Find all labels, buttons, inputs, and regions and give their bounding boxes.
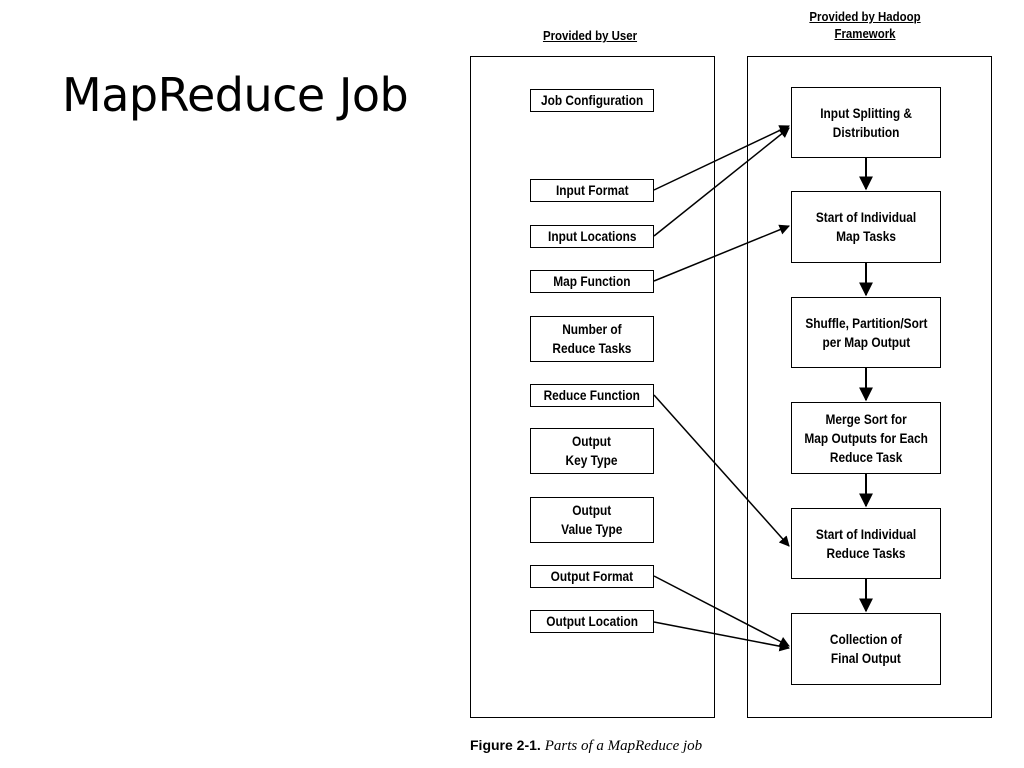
user-column-header: Provided by User <box>542 28 638 43</box>
output-key-type-box: Output Key Type <box>530 428 654 474</box>
number-of-reduce-tasks-box: Number of Reduce Tasks <box>530 316 654 362</box>
shuffle-partition-sort-box: Shuffle, Partition/Sort per Map Output <box>791 297 941 368</box>
output-value-type-box: Output Value Type <box>530 497 654 543</box>
input-splitting-box: Input Splitting & Distribution <box>791 87 941 158</box>
start-map-tasks-box: Start of Individual Map Tasks <box>791 191 941 263</box>
job-configuration-box: Job Configuration <box>530 89 654 112</box>
input-locations-box: Input Locations <box>530 225 654 248</box>
reduce-function-box: Reduce Function <box>530 384 654 407</box>
figure-caption-text: Parts of a MapReduce job <box>544 738 703 754</box>
slide-title: MapReduce Job <box>62 68 409 122</box>
user-panel <box>470 56 715 718</box>
start-reduce-tasks-box: Start of Individual Reduce Tasks <box>791 508 941 579</box>
output-format-arrow <box>653 575 790 647</box>
hadoop-column-header: Provided by Hadoop Framework <box>809 9 921 41</box>
hadoop-panel <box>747 56 992 718</box>
reduce-function-arrow <box>653 394 790 547</box>
output-format-box: Output Format <box>530 565 654 588</box>
input-format-arrow <box>653 125 790 191</box>
figure-number: Figure 2-1. <box>470 737 541 753</box>
input-format-box: Input Format <box>530 179 654 202</box>
input-locations-arrow <box>653 127 790 237</box>
map-function-arrow <box>653 224 790 282</box>
collection-final-output-box: Collection of Final Output <box>791 613 941 685</box>
output-location-box: Output Location <box>530 610 654 633</box>
output-location-arrow <box>653 621 791 652</box>
figure-caption: Figure 2-1. Parts of a MapReduce job <box>470 737 702 755</box>
map-function-box: Map Function <box>530 270 654 293</box>
merge-sort-box: Merge Sort for Map Outputs for Each Redu… <box>791 402 941 474</box>
